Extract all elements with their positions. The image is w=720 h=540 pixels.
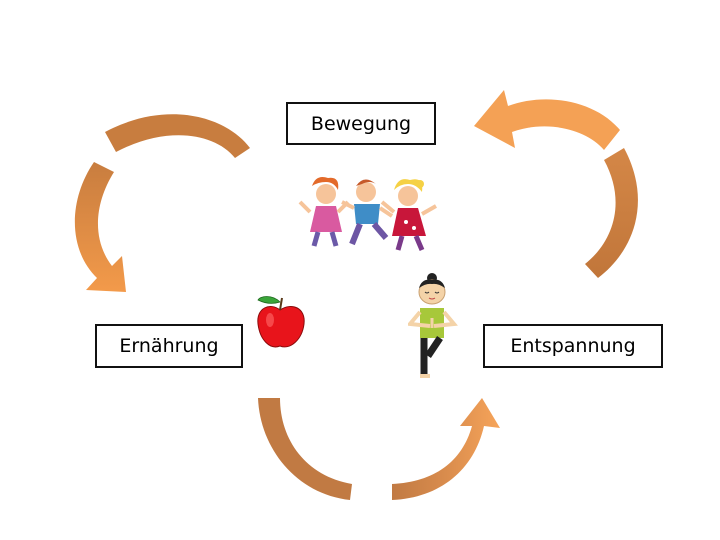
arrow-right-descending — [585, 148, 638, 278]
node-entspannung: Entspannung — [483, 324, 663, 368]
node-ernaehrung-label: Ernährung — [119, 335, 219, 357]
dancing-children-icon — [298, 177, 437, 251]
apple-icon — [257, 296, 305, 348]
yoga-woman-icon — [408, 273, 458, 378]
node-bewegung: Bewegung — [286, 102, 436, 145]
arrow-bottom-right — [392, 398, 500, 500]
arrow-topright-head — [474, 90, 620, 150]
arrow-left-descending — [74, 162, 126, 292]
node-bewegung-label: Bewegung — [310, 112, 412, 135]
node-ernaehrung: Ernährung — [95, 324, 243, 368]
arrow-bottom-left — [258, 398, 352, 500]
node-entspannung-label: Entspannung — [510, 335, 636, 357]
arrow-topleft-arc — [105, 114, 250, 158]
